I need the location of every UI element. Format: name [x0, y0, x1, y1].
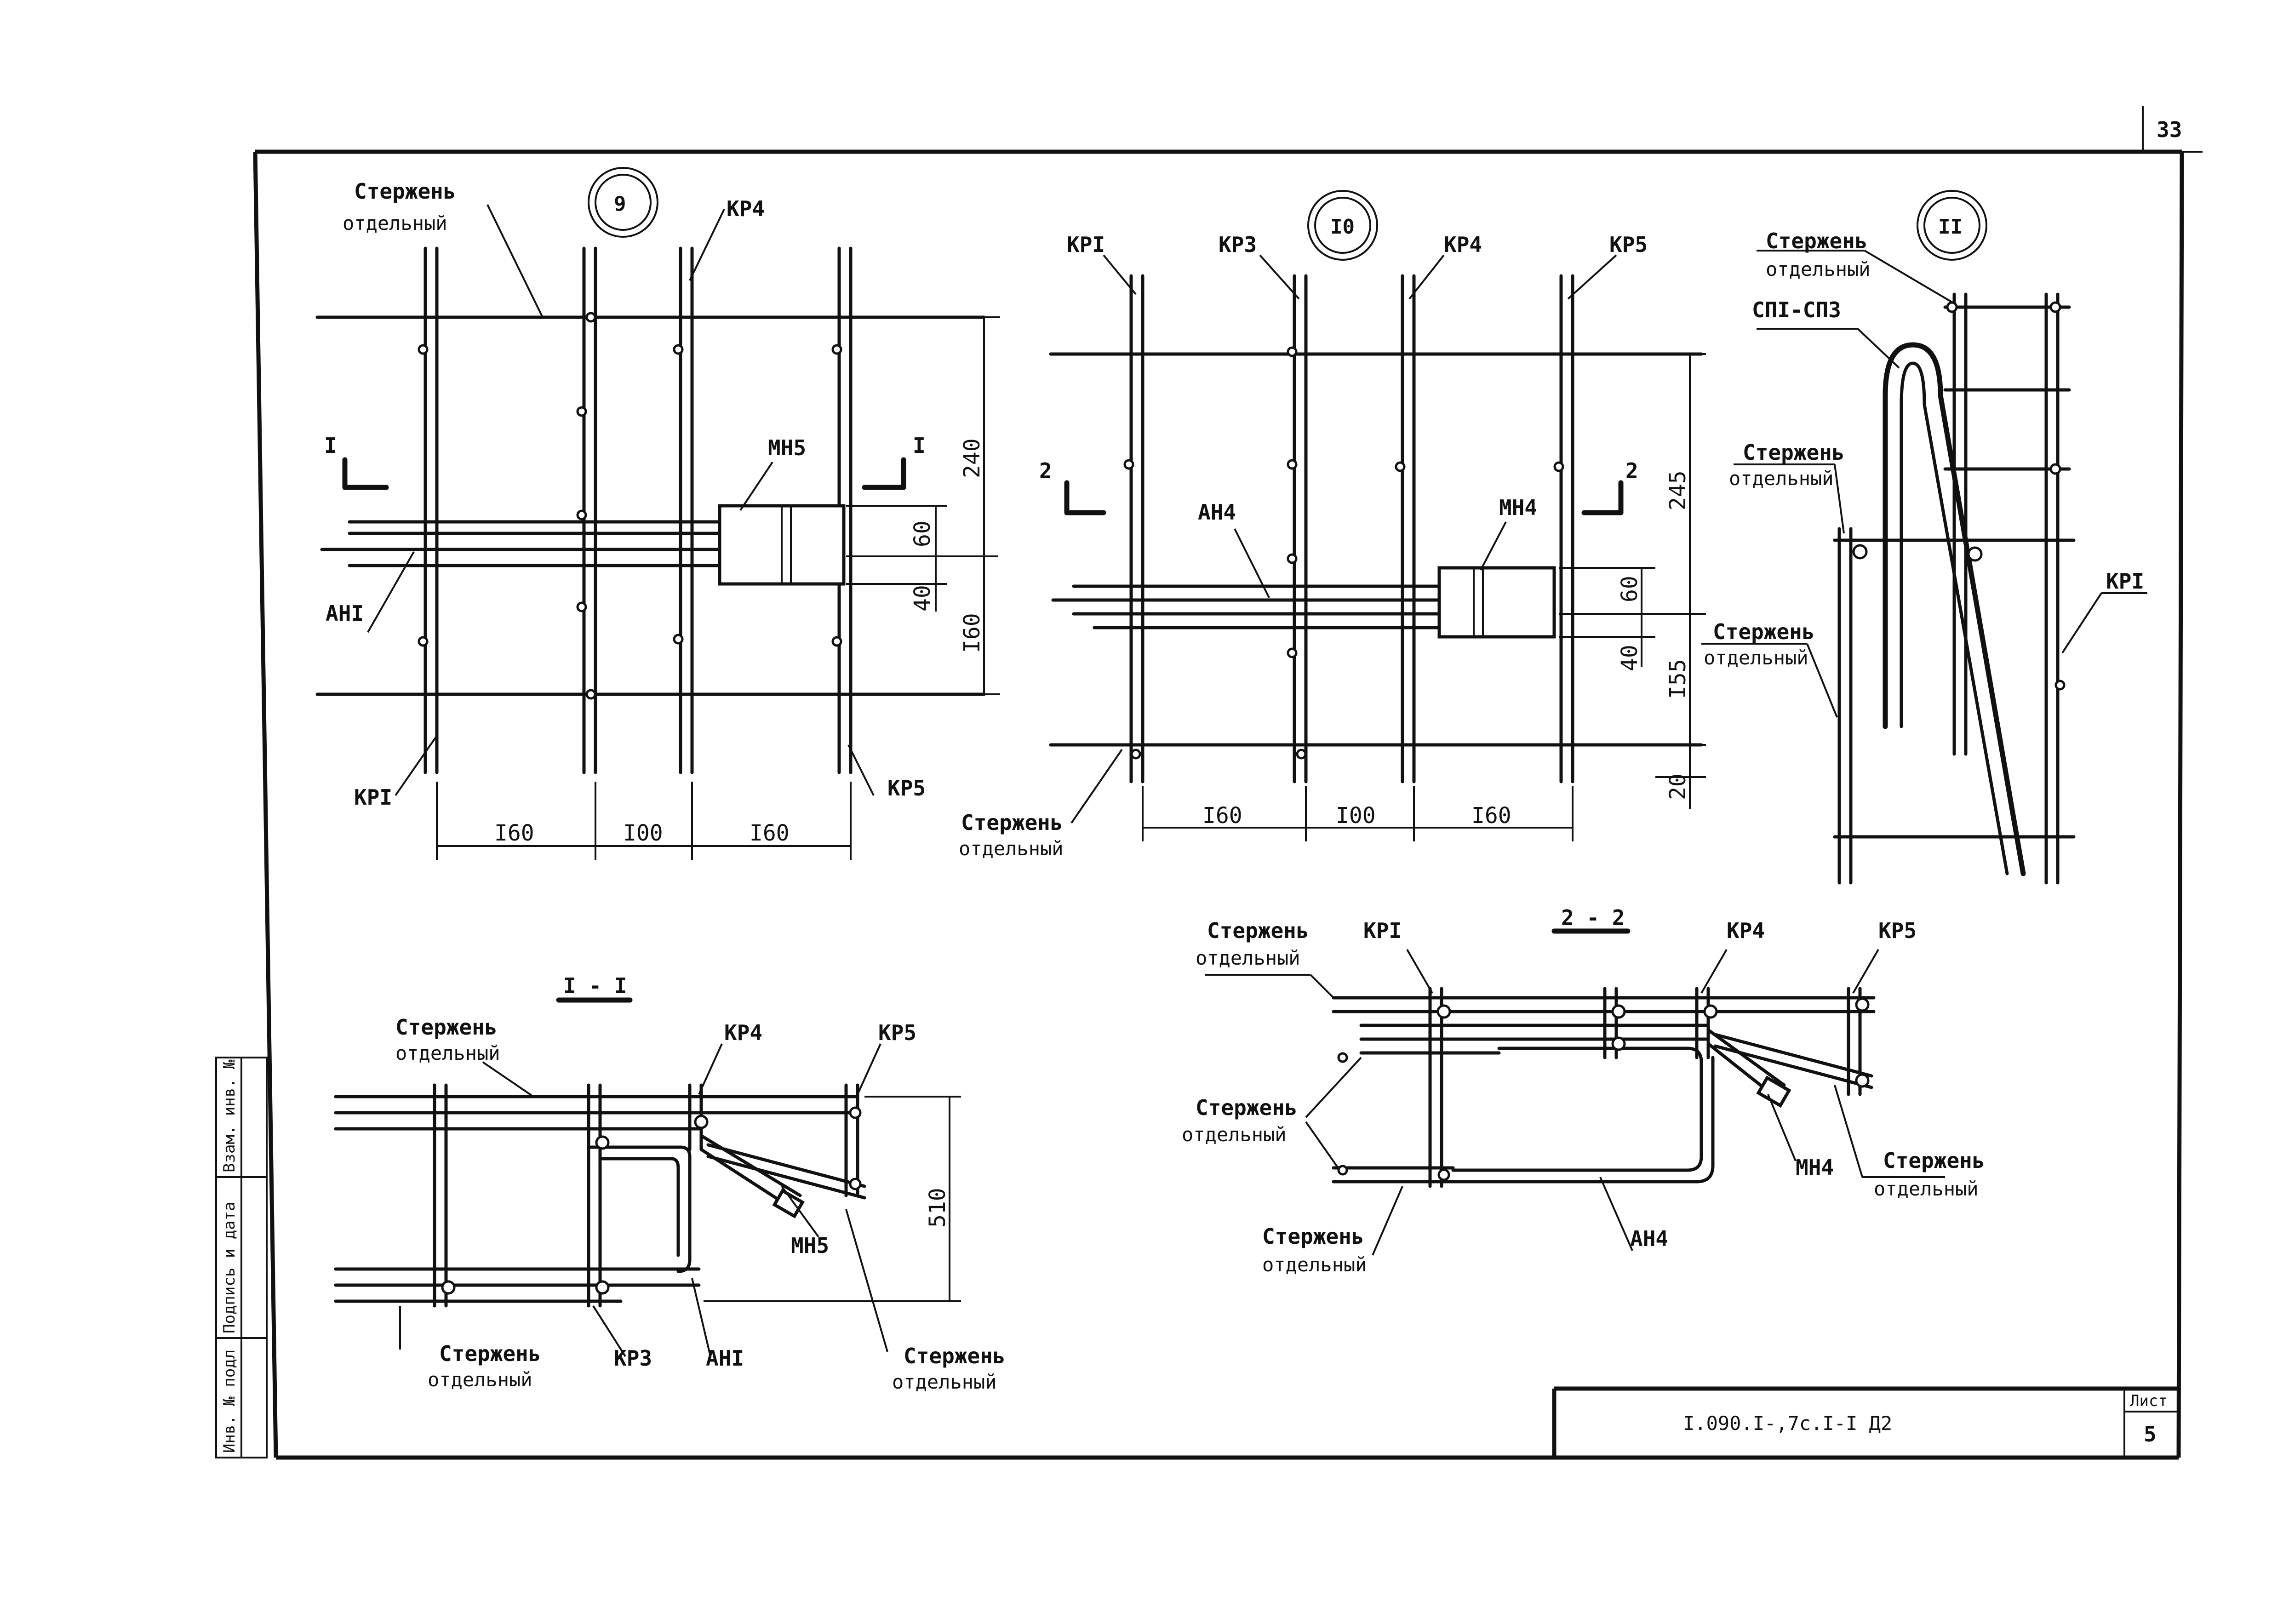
- section-1-an1: АНI: [706, 1346, 744, 1371]
- section-2-mn4: МН4: [1796, 1155, 1834, 1180]
- section-2-rod-a-1: Стержень: [1207, 918, 1309, 943]
- section-1-rod-a-2: отдельный: [395, 1042, 500, 1064]
- section-2-kr5: КР5: [1878, 918, 1917, 943]
- node-10-dim-v2: 60: [1617, 576, 1642, 602]
- node-10-dim-h3: I60: [1471, 803, 1511, 829]
- node-9-dim-v2: 60: [910, 520, 935, 547]
- list-number: 5: [2144, 1422, 2157, 1447]
- section-1-rod-a-1: Стержень: [395, 1015, 498, 1040]
- section-2-rod-d-1: Стержень: [1262, 1224, 1364, 1249]
- node-10-dim-v5: 20: [1665, 773, 1691, 800]
- section-2-rod-c-1: Стержень: [1883, 1148, 1985, 1173]
- node-9-dim-v1: 240: [959, 438, 985, 478]
- node-10-section-left: 2: [1039, 458, 1052, 483]
- node-11-rod-a-1: Стержень: [1766, 229, 1868, 253]
- section-2-kr1: КРI: [1363, 918, 1402, 943]
- node-10-dim-v4: I55: [1665, 659, 1691, 699]
- section-2-rod-a-2: отдельный: [1196, 947, 1300, 969]
- node-9-number: 9: [614, 192, 626, 216]
- node-11-sp: СПI-СП3: [1752, 297, 1841, 322]
- node-10-rod-label-2: отдельный: [959, 837, 1064, 860]
- node-9-dim-h1: I60: [494, 820, 534, 846]
- node-10-dim-v3: 40: [1617, 645, 1642, 671]
- section-2-rod-b-1: Стержень: [1196, 1095, 1298, 1120]
- node-10-kr3: КР3: [1219, 232, 1257, 257]
- node-11-rod-b-2: отдельный: [1729, 467, 1834, 490]
- list-label: Лист: [2130, 1392, 2168, 1410]
- title-block: [1552, 1386, 2179, 1458]
- node-11-kr1: КРI: [2106, 569, 2144, 594]
- sheet-frame: [253, 106, 2203, 1460]
- section-1-rod-b-2: отдельный: [428, 1368, 532, 1391]
- section-2-view: [1205, 928, 1945, 1256]
- section-2-rod-d-2: отдельный: [1262, 1253, 1367, 1276]
- section-1-rod-c-1: Стержень: [904, 1344, 1006, 1368]
- node-9-mn5: МН5: [768, 435, 806, 460]
- node-11-rod-a-2: отдельный: [1766, 258, 1871, 280]
- node-10-number: I0: [1330, 215, 1355, 239]
- node-9-kr1: КРI: [354, 785, 392, 810]
- node-10-dim-v1: 245: [1665, 470, 1691, 510]
- node-10-dim-h1: I60: [1202, 803, 1242, 829]
- node-10-dim-h2: I00: [1336, 803, 1376, 829]
- section-1-mn5: МН5: [791, 1233, 829, 1258]
- section-1-title: I - I: [563, 973, 627, 998]
- section-1-view: [334, 997, 961, 1357]
- node-11-rod-c-2: отдельный: [1704, 646, 1808, 669]
- side-stamp: Инв. № подл Подпись и дата Взам. инв. №: [215, 1057, 268, 1458]
- section-2-an4: АН4: [1630, 1226, 1668, 1251]
- node-10-kr5: КР5: [1609, 232, 1648, 257]
- node-11-elevation: [1701, 190, 2147, 885]
- node-10-kr4: КР4: [1444, 232, 1482, 257]
- document-code: I.090.I-,7c.I-I Д2: [1683, 1412, 1892, 1435]
- node-10-mn4: МН4: [1499, 495, 1537, 520]
- node-9-dim-v4: I60: [959, 613, 985, 653]
- stamp-sign-label: Подпись и дата: [220, 1201, 239, 1333]
- node-9-dim-v3: 40: [910, 585, 935, 612]
- section-1-rod-b-1: Стержень: [439, 1341, 541, 1366]
- node-9-an1: АНI: [326, 601, 364, 626]
- node-9-rod-label-1: Стержень: [354, 179, 456, 204]
- node-9-section-right: I: [913, 433, 926, 458]
- node-9-dim-h2: I00: [623, 820, 663, 846]
- stamp-inv-label: Инв. № подл: [220, 1350, 239, 1453]
- node-10-plan: [1049, 190, 1706, 841]
- section-2-title: 2 - 2: [1561, 905, 1625, 930]
- node-9-rod-label-2: отдельный: [343, 212, 447, 234]
- node-11-number: II: [1938, 215, 1963, 239]
- section-1-dim: 510: [925, 1188, 950, 1228]
- node-9-plan: [315, 167, 1000, 860]
- stamp-replace-label: Взам. инв. №: [220, 1059, 239, 1172]
- node-10-an4: АН4: [1198, 500, 1236, 525]
- node-9-kr4: КР4: [727, 196, 765, 221]
- node-10-section-right: 2: [1625, 458, 1638, 483]
- node-9-dim-h3: I60: [750, 820, 790, 846]
- node-11-rod-c-1: Стержень: [1713, 619, 1815, 644]
- section-1-rod-c-2: отдельный: [892, 1371, 997, 1393]
- page-number: 33: [2157, 117, 2182, 142]
- node-9-kr5: КР5: [887, 776, 926, 801]
- section-2-rod-c-2: отдельный: [1874, 1178, 1979, 1200]
- section-2-kr4: КР4: [1727, 918, 1765, 943]
- section-1-kr3: КР3: [614, 1346, 652, 1371]
- node-10-rod-label-1: Стержень: [961, 810, 1063, 835]
- section-2-rod-b-2: отдельный: [1182, 1123, 1287, 1146]
- node-9-section-left: I: [324, 433, 337, 458]
- node-11-rod-b-1: Стержень: [1743, 440, 1845, 465]
- section-1-kr4: КР4: [724, 1020, 762, 1045]
- node-10-kr1: КРI: [1067, 232, 1105, 257]
- section-1-kr5: КР5: [878, 1020, 916, 1045]
